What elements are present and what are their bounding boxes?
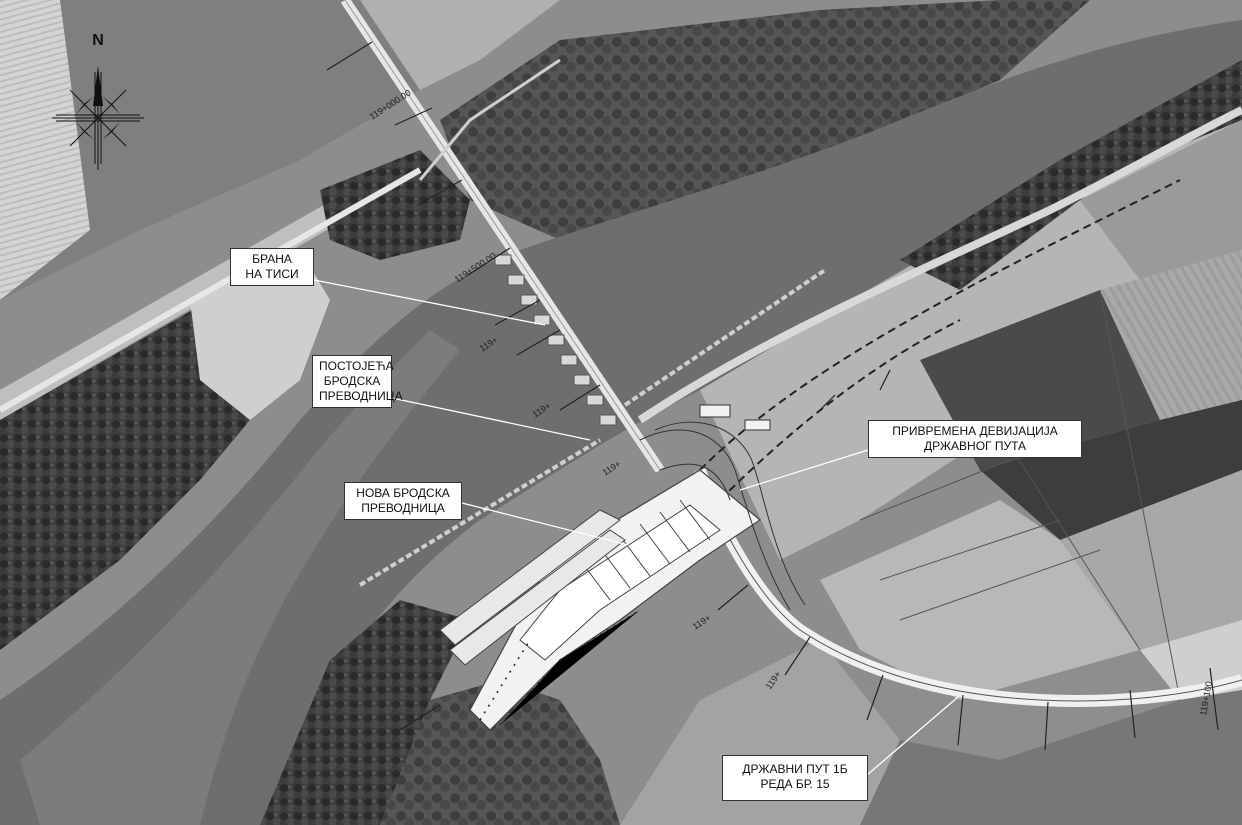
village <box>1080 120 1242 280</box>
label-existing-lock-line2: БРОДСКА <box>323 374 381 388</box>
field-light-2 <box>820 500 1140 700</box>
label-existing-lock: ПОСТОЈЕЋА БРОДСКА ПРЕВОДНИЦА <box>312 355 403 408</box>
dam-piers <box>494 254 617 426</box>
compass-north-letter: N <box>92 32 104 49</box>
field-south-2 <box>860 690 1242 825</box>
forest-east <box>900 60 1242 290</box>
field-diag-1 <box>1100 250 1242 420</box>
forest-south <box>380 680 620 825</box>
north-road <box>418 58 561 181</box>
state-road-edge <box>699 469 1242 702</box>
training-wall-south <box>358 438 602 587</box>
label-state-road: ДРЖАВНИ ПУТ 1Б РЕДА БР. 15 <box>722 755 868 801</box>
field-striped <box>0 0 90 300</box>
east-bank-road <box>637 106 1242 424</box>
field-boundaries <box>859 289 1181 701</box>
deviation-lanes <box>639 404 806 611</box>
label-dam-line2: НА ТИСИ <box>245 267 299 281</box>
field-mid-1 <box>860 650 1180 760</box>
forest-north <box>440 0 1090 240</box>
label-dam-line1: БРАНА <box>252 252 292 266</box>
label-new-lock-line2: ПРЕВОДНИЦА <box>361 501 445 515</box>
label-state-road-line2: РЕДА БР. 15 <box>760 777 830 791</box>
label-state-road-line1: ДРЖАВНИ ПУТ 1Б <box>742 762 848 776</box>
leader-lines <box>313 279 959 776</box>
training-wall-north <box>623 268 827 407</box>
bridge-road-centerline <box>344 0 661 471</box>
label-dam: БРАНА НА ТИСИ <box>230 248 314 286</box>
compass-rose-icon <box>52 66 144 170</box>
deviation-dashed-2 <box>719 319 961 501</box>
field-northwest <box>0 0 420 300</box>
forest-island <box>320 150 470 260</box>
field-dark-2 <box>980 400 1242 540</box>
label-new-lock: НОВА БРОДСКА ПРЕВОДНИЦА <box>344 482 462 520</box>
river-reflection <box>20 330 460 825</box>
chainage-ticks <box>326 41 1219 751</box>
field-light-1 <box>1060 470 1242 650</box>
west-road <box>0 167 422 413</box>
label-deviation: ПРИВРЕМЕНА ДЕВИЈАЦИЈА ДРЖАВНОГ ПУТА <box>868 420 1082 458</box>
label-existing-lock-line1: ПОСТОЈЕЋА <box>319 359 394 373</box>
deviation-dashed <box>699 179 1181 471</box>
river-tisa <box>0 20 1242 825</box>
forest-southwest <box>260 600 470 825</box>
field-north <box>360 0 560 90</box>
label-deviation-line2: ДРЖАВНОГ ПУТА <box>923 439 1027 453</box>
label-deviation-line1: ПРИВРЕМЕНА ДЕВИЈАЦИЈА <box>892 424 1058 438</box>
field-light-3 <box>1140 620 1242 700</box>
sand-bank <box>190 250 330 420</box>
label-existing-lock-line3: ПРЕВОДНИЦА <box>319 389 403 403</box>
label-new-lock-line1: НОВА БРОДСКА <box>356 486 450 500</box>
new-ship-lock <box>439 469 762 731</box>
